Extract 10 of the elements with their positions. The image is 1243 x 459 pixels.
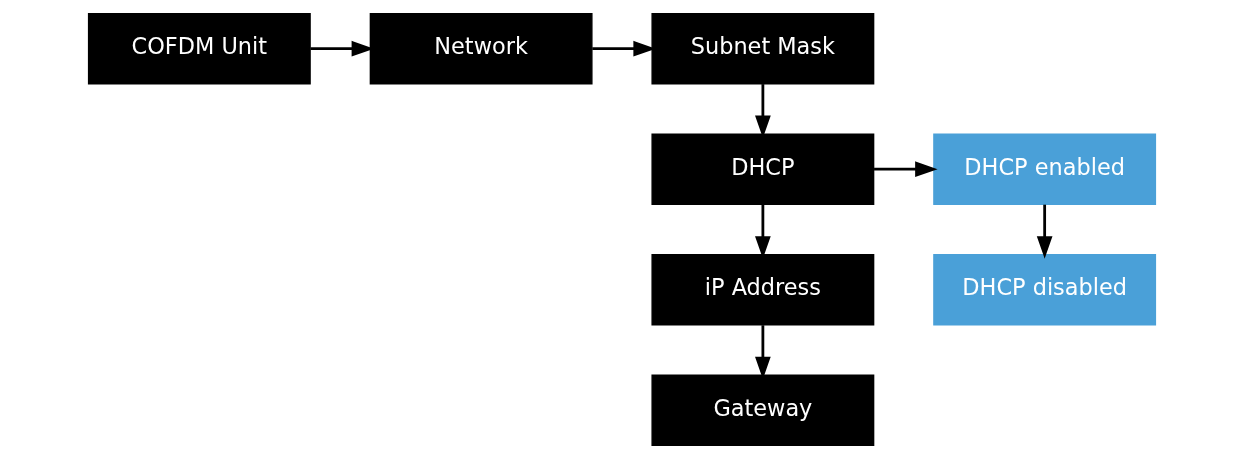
node-box: Gateway [650, 374, 874, 447]
node-box: Network [369, 12, 593, 85]
node-box: DHCP enabled [932, 133, 1156, 205]
node-box: COFDM Unit [87, 12, 311, 85]
node-box: iP Address [650, 254, 874, 326]
node-box: DHCP disabled [932, 254, 1156, 326]
arrow [1036, 204, 1052, 259]
arrow [873, 161, 938, 178]
node-box: DHCP [650, 133, 874, 205]
node-box: Subnet Mask [650, 12, 874, 85]
